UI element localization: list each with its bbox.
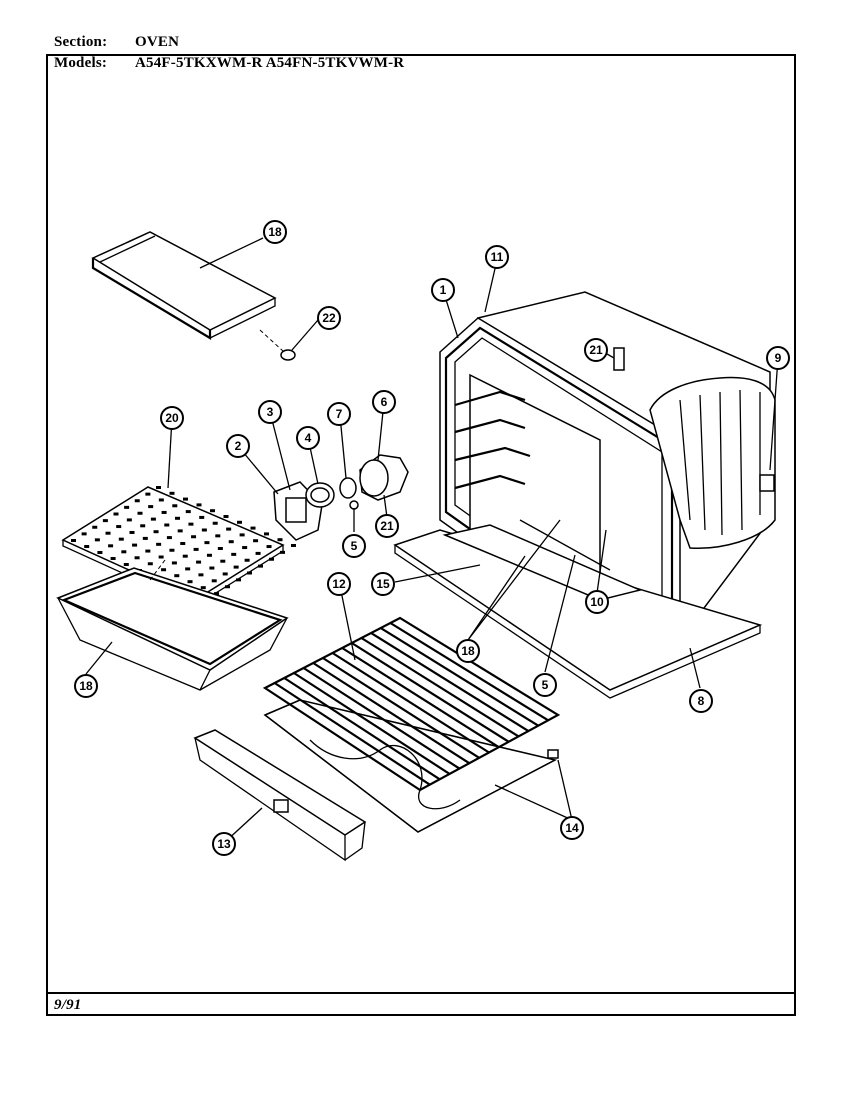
callout-14: 14 [560, 816, 584, 840]
broiler-pan-part [56, 559, 289, 691]
svg-text:10: 10 [590, 595, 604, 609]
models-label: Models: [54, 55, 108, 71]
svg-text:13: 13 [217, 837, 231, 851]
section-label: Section: [54, 34, 108, 50]
bottom-cover-part [263, 699, 559, 833]
callout-18: 18 [456, 639, 480, 663]
svg-text:11: 11 [491, 250, 504, 264]
svg-text:5: 5 [542, 678, 549, 692]
svg-text:4: 4 [305, 431, 312, 445]
svg-text:15: 15 [376, 577, 390, 591]
bottom-panel-part [393, 524, 763, 699]
callout-5: 5 [533, 673, 557, 697]
callout-8: 8 [689, 689, 713, 713]
svg-text:20: 20 [165, 411, 179, 425]
svg-text:22: 22 [322, 311, 336, 325]
svg-text:18: 18 [461, 644, 475, 658]
callout-21: 21 [584, 338, 608, 362]
callout-18: 18 [74, 674, 98, 698]
svg-text:21: 21 [589, 343, 603, 357]
broiler-grid-part [61, 486, 296, 607]
callout-20: 20 [160, 406, 184, 430]
light-assembly-part [273, 454, 409, 541]
front-bracket-part [193, 729, 367, 862]
svg-text:12: 12 [332, 577, 346, 591]
callout-9: 9 [766, 346, 790, 370]
callout-5: 5 [342, 534, 366, 558]
callout-13: 13 [212, 832, 236, 856]
svg-text:6: 6 [381, 395, 388, 409]
svg-text:9: 9 [775, 351, 782, 365]
callout-10: 10 [585, 590, 609, 614]
oven-rack-part [262, 616, 561, 792]
svg-text:21: 21 [380, 519, 394, 533]
svg-text:3: 3 [267, 405, 274, 419]
section-value: OVEN [135, 34, 180, 50]
svg-text:14: 14 [565, 821, 579, 835]
broiler-shield-part [91, 231, 277, 340]
callout-6: 6 [372, 390, 396, 414]
footer-date: 9/91 [54, 997, 82, 1013]
screw-part [259, 329, 296, 361]
svg-text:18: 18 [268, 225, 282, 239]
svg-text:2: 2 [235, 439, 242, 453]
models-value: A54F-5TKXWM-R A54FN-5TKVWM-R [135, 55, 405, 71]
callout-11: 11 [485, 245, 509, 269]
callout-18: 18 [263, 220, 287, 244]
svg-text:8: 8 [698, 694, 705, 708]
svg-text:1: 1 [440, 283, 447, 297]
callout-7: 7 [327, 402, 351, 426]
callout-2: 2 [226, 434, 250, 458]
footer-rule [46, 992, 796, 994]
callout-22: 22 [317, 306, 341, 330]
callout-21: 21 [375, 514, 399, 538]
callout-4: 4 [296, 426, 320, 450]
callout-1: 1 [431, 278, 455, 302]
svg-text:7: 7 [336, 407, 343, 421]
diagram-frame [46, 54, 796, 1016]
callout-15: 15 [371, 572, 395, 596]
callout-12: 12 [327, 572, 351, 596]
svg-text:18: 18 [79, 679, 93, 693]
svg-text:5: 5 [351, 539, 358, 553]
callout-3: 3 [258, 400, 282, 424]
